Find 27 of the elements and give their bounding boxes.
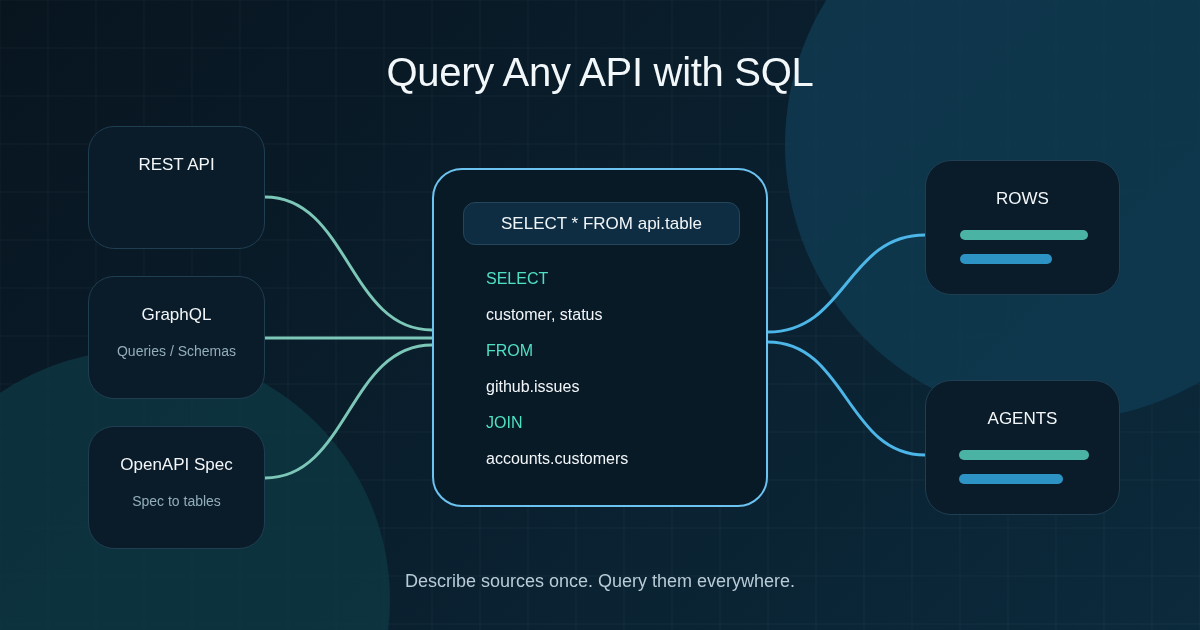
query-pill: SELECT * FROM api.table: [463, 202, 740, 245]
source-box: [88, 426, 265, 549]
box-subtitle: Queries / Schemas: [116, 343, 237, 359]
connector-line: [767, 233, 926, 334]
source-box: [88, 126, 265, 249]
sql-clause: github.issues: [486, 378, 580, 396]
source-box: [925, 380, 1120, 515]
source-box: [88, 276, 265, 399]
box-title: REST API: [138, 155, 215, 175]
title: Query Any API with SQL: [385, 50, 815, 95]
caption: Describe sources once. Query them everywhere.: [403, 571, 797, 592]
sql-clause: accounts.customers: [486, 450, 629, 468]
box-title: OpenAPI Spec: [120, 455, 233, 475]
sql-clause: customer, status: [486, 306, 603, 324]
query-panel: [432, 168, 768, 507]
sql-keyword: JOIN: [486, 414, 523, 432]
box-title: AGENTS: [987, 409, 1058, 429]
source-box: [925, 160, 1120, 295]
sql-keyword: SELECT: [486, 270, 549, 288]
sql-keyword: FROM: [486, 342, 534, 360]
connector-line: [264, 195, 433, 332]
box-title: ROWS: [996, 189, 1049, 209]
box-title: GraphQL: [141, 305, 212, 325]
connector-line: [767, 340, 926, 457]
connector-line: [264, 343, 433, 480]
box-subtitle: Spec to tables: [132, 493, 221, 509]
connector-line: [265, 336, 432, 340]
